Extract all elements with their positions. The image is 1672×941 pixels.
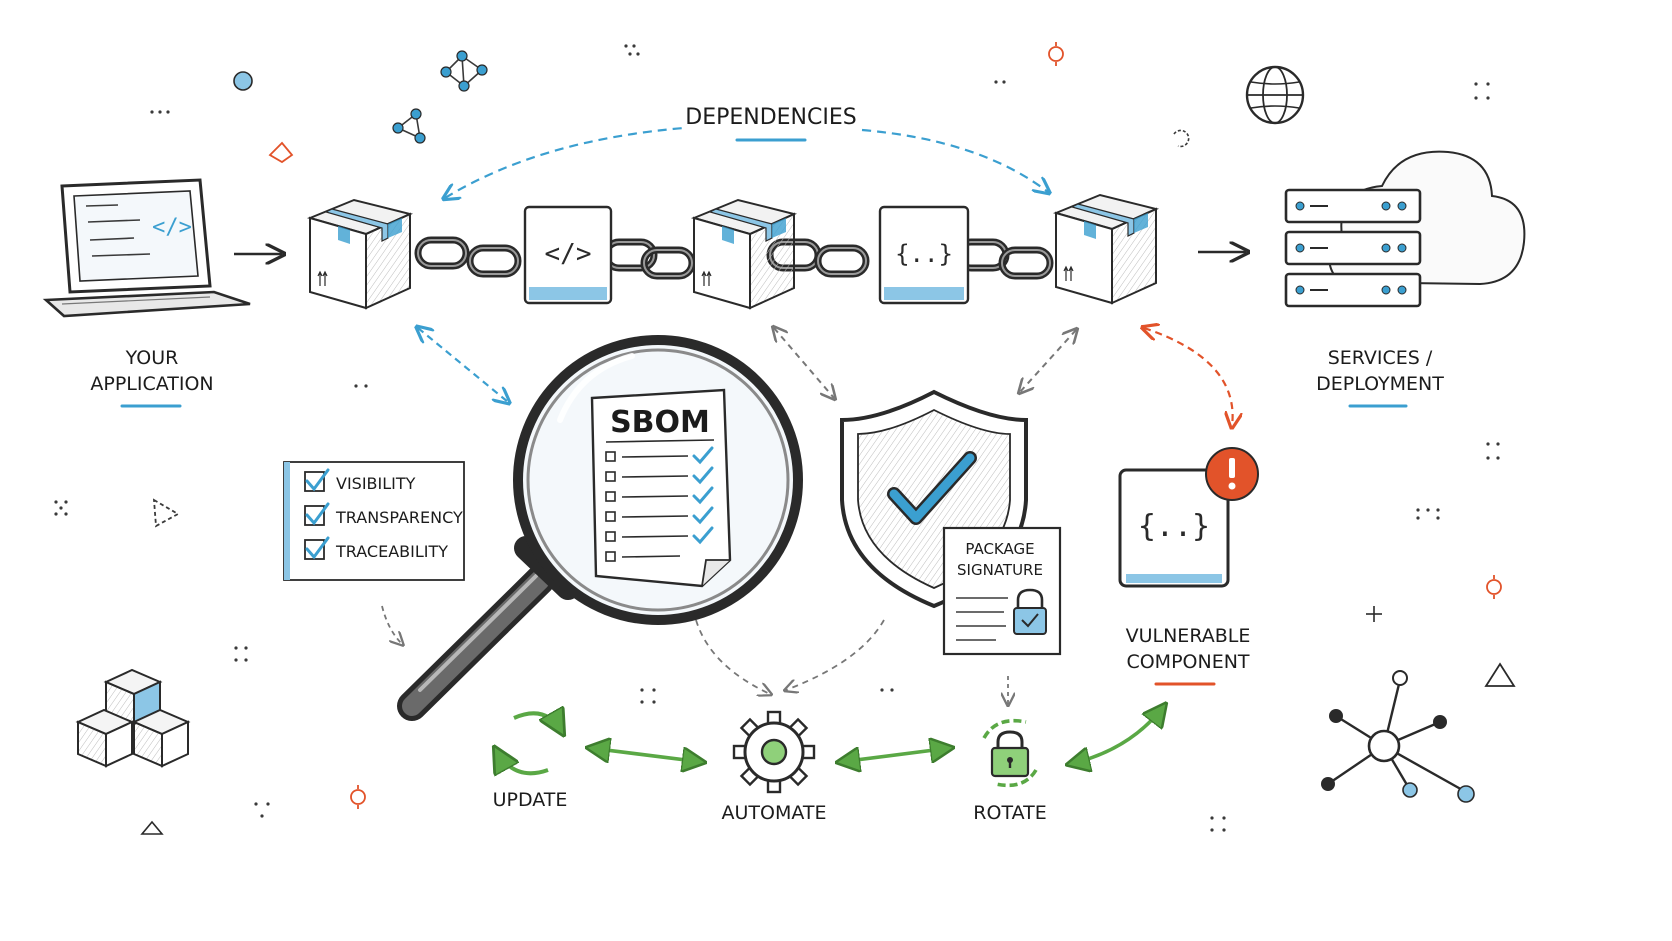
vulnerable-label-line1: VULNERABLE [1126, 625, 1251, 647]
svg-text:SIGNATURE: SIGNATURE [957, 561, 1043, 579]
server-rack-icon [1284, 188, 1422, 308]
sbom-document: SBOM [590, 388, 732, 588]
your-application-label-line2: APPLICATION [90, 373, 213, 395]
services-label-line2: DEPLOYMENT [1316, 373, 1444, 395]
check-icon [305, 468, 330, 492]
update-label: UPDATE [493, 789, 568, 811]
package-signature-card: PACKAGE SIGNATURE [942, 526, 1062, 656]
connector-arrows [381, 328, 1233, 704]
dependency-chain: </> {..} [309, 194, 1157, 309]
sbom-title: SBOM [610, 405, 710, 440]
checklist-item: TRANSPARENCY [304, 502, 463, 527]
your-application-label-line1: YOUR [125, 347, 179, 369]
lock-icon [1013, 588, 1047, 635]
cubes-icon [75, 668, 191, 768]
svg-text:{..}: {..} [895, 240, 953, 268]
svg-text:PACKAGE: PACKAGE [965, 540, 1034, 558]
rotate-lock-icon [982, 718, 1038, 788]
code-block-icon-2: {..} [878, 205, 970, 305]
vulnerable-component: {..} [1118, 447, 1259, 588]
automate-label: AUTOMATE [722, 802, 827, 824]
services-label-line1: SERVICES / [1328, 347, 1433, 369]
checklist-item: VISIBILITY [304, 468, 416, 493]
svg-text:{..}: {..} [1138, 509, 1210, 544]
rotate-label: ROTATE [973, 802, 1046, 824]
package-box-icon-1 [309, 199, 411, 309]
dependencies-label: DEPENDENCIES [685, 105, 856, 130]
check-icon [305, 536, 330, 560]
checklist-card: VISIBILITY TRANSPARENCY TRACEABILITY [283, 461, 465, 581]
code-block-icon-1: </> [523, 205, 613, 305]
checklist-item: TRACEABILITY [304, 536, 448, 561]
svg-text:</>: </> [545, 239, 592, 269]
refresh-icon [496, 713, 562, 773]
dependencies-header: DEPENDENCIES [445, 105, 1048, 198]
check-icon [692, 446, 714, 545]
package-box-icon-2 [693, 199, 795, 309]
laptop-icon: </> [42, 178, 251, 318]
molecule-icon [440, 50, 488, 92]
gear-icon [732, 710, 816, 794]
svg-text:TRANSPARENCY: TRANSPARENCY [335, 508, 463, 527]
package-box-icon-3 [1055, 194, 1157, 304]
network-node-icon [1321, 670, 1475, 803]
background-doodles [54, 42, 1516, 835]
svg-text:TRACEABILITY: TRACEABILITY [335, 542, 448, 561]
code-tag-icon: </> [152, 215, 192, 240]
check-icon [305, 502, 330, 526]
globe-icon [1245, 65, 1305, 125]
svg-text:VISIBILITY: VISIBILITY [336, 474, 416, 493]
alert-icon [1205, 447, 1259, 501]
molecule-small-icon [392, 108, 426, 144]
vulnerable-label-line2: COMPONENT [1126, 651, 1249, 673]
